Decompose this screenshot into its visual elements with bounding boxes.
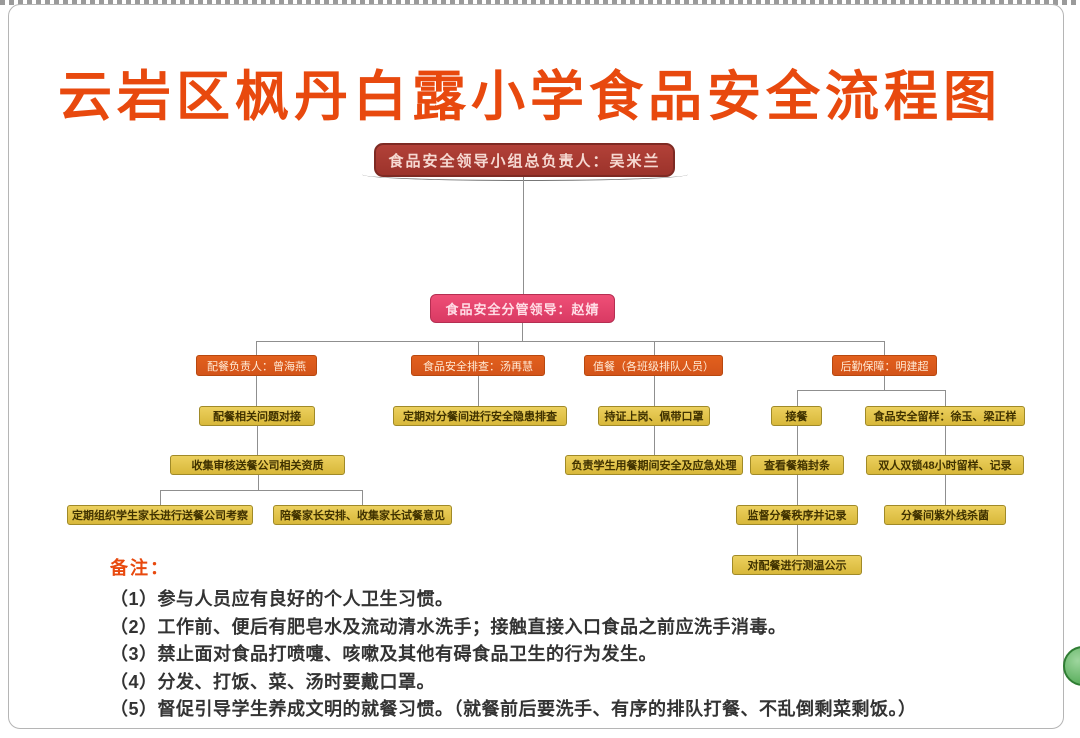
- note-line-1: （1）参与人员应有良好的个人卫生习惯。: [110, 589, 454, 609]
- task-box-uv-sterilization: 分餐间紫外线杀菌: [884, 505, 1006, 525]
- branch-box-meal-delivery: 配餐负责人：曾海燕: [196, 355, 317, 376]
- connector: [797, 475, 798, 505]
- task-box-vendor-qualifications: 收集审核送餐公司相关资质: [170, 455, 345, 475]
- connector: [256, 341, 257, 355]
- connector: [257, 426, 258, 455]
- page-border: [8, 4, 1064, 729]
- task-box-supervise-serving: 监督分餐秩序并记录: [736, 505, 858, 525]
- connector: [160, 490, 161, 505]
- task-box-receive-meals: 接餐: [771, 406, 822, 426]
- connector: [884, 376, 885, 390]
- connector: [884, 341, 885, 355]
- connector: [797, 525, 798, 555]
- branch-box-safety-inspection: 食品安全排查：汤再慧: [411, 355, 545, 376]
- page-title: 云岩区枫丹白露小学食品安全流程图: [58, 67, 1002, 127]
- connector: [256, 376, 257, 406]
- task-box-parent-tasting-feedback: 陪餐家长安排、收集家长试餐意见: [273, 505, 452, 525]
- task-box-hazard-inspection: 定期对分餐间进行安全隐患排查: [393, 406, 567, 426]
- connector: [478, 376, 479, 406]
- leader-box: 食品安全分管领导：赵婧: [430, 294, 615, 323]
- connector: [797, 390, 798, 406]
- connector: [945, 426, 946, 455]
- connector: [160, 490, 362, 491]
- task-box-double-lock-48h: 双人双锁48小时留样、记录: [866, 455, 1024, 475]
- task-box-meal-issue-liaison: 配餐相关问题对接: [199, 406, 315, 426]
- connector: [797, 426, 798, 455]
- task-box-parent-vendor-visit: 定期组织学生家长进行送餐公司考察: [67, 505, 253, 525]
- connector: [654, 341, 655, 355]
- connector: [654, 426, 655, 455]
- branch-box-logistics: 后勤保障：明建超: [832, 355, 937, 376]
- connector: [797, 390, 945, 391]
- connector: [256, 341, 884, 342]
- connector: [523, 177, 524, 294]
- root-shadow-arc: [362, 168, 688, 181]
- branch-box-meal-duty: 值餐（各班级排队人员）: [584, 355, 723, 376]
- connector: [258, 475, 259, 490]
- connector: [945, 390, 946, 406]
- note-line-2: （2）工作前、便后有肥皂水及流动清水洗手；接触直接入口食品之前应洗手消毒。: [110, 616, 787, 637]
- task-box-temperature-posting: 对配餐进行测温公示: [732, 555, 862, 575]
- connector: [478, 341, 479, 355]
- connector: [522, 323, 523, 341]
- task-box-mealtime-safety: 负责学生用餐期间安全及应急处理: [565, 455, 743, 475]
- floating-badge-icon[interactable]: [1063, 646, 1080, 686]
- connector: [362, 490, 363, 505]
- perforation-strip: [0, 0, 1080, 5]
- notes-heading: 备注：: [110, 558, 170, 578]
- notes-section: 备注： （1）参与人员应有良好的个人卫生习惯。 （2）工作前、便后有肥皂水及流动…: [110, 554, 917, 724]
- task-box-sample-keeping: 食品安全留样：徐玉、梁正样: [865, 406, 1025, 426]
- task-box-certified-masked: 持证上岗、佩带口罩: [598, 406, 710, 426]
- connector: [654, 376, 655, 406]
- task-box-check-seals: 查看餐箱封条: [750, 455, 844, 475]
- note-line-5: （5）督促引导学生养成文明的就餐习惯。（就餐前后要洗手、有序的排队打餐、不乱倒剩…: [110, 699, 917, 719]
- note-line-4: （4）分发、打饭、菜、汤时要戴口罩。: [110, 671, 436, 692]
- connector: [945, 475, 946, 505]
- note-line-3: （3）禁止面对食品打喷嚏、咳嗽及其他有碍食品卫生的行为发生。: [110, 644, 658, 664]
